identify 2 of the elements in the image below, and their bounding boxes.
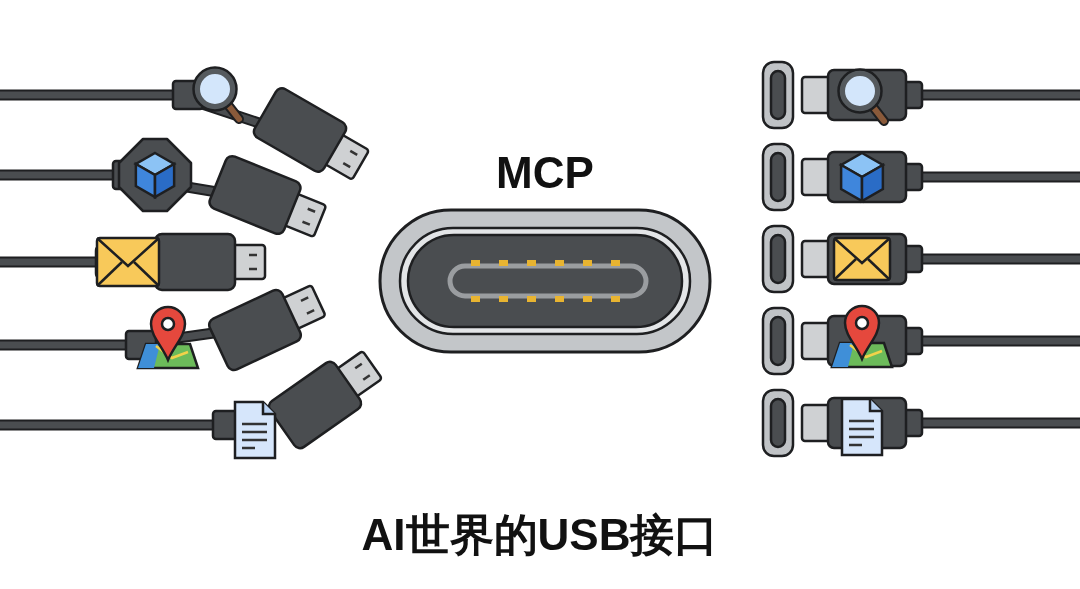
caption: AI世界的USB接口 bbox=[360, 509, 720, 561]
port-heading: MCP bbox=[495, 148, 595, 198]
